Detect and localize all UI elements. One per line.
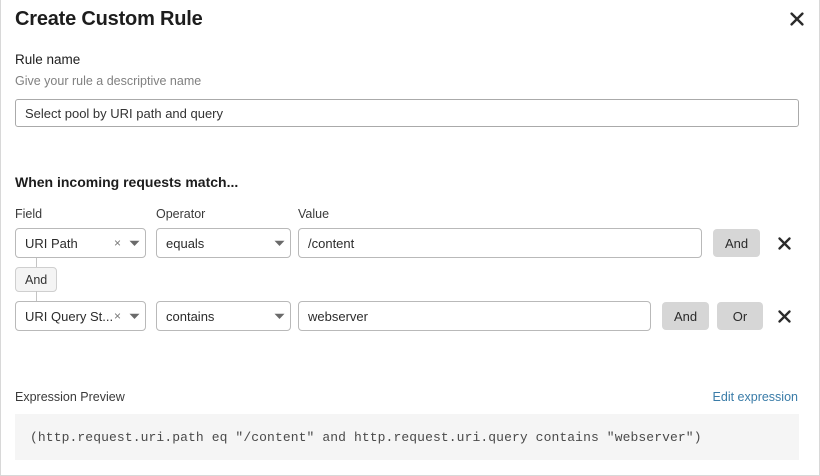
conditions-heading: When incoming requests match...: [15, 174, 239, 190]
rule-name-label: Rule name: [15, 52, 81, 67]
operator-select-2-value: contains: [166, 308, 215, 324]
expression-preview-box: (http.request.uri.path eq "/content" and…: [15, 414, 799, 460]
field-select-2-value: URI Query St...: [25, 308, 112, 324]
connector-line-top: [36, 258, 37, 268]
connector-line-bottom: [36, 291, 37, 302]
column-header-operator: Operator: [156, 207, 206, 221]
value-input-2[interactable]: [298, 301, 651, 331]
logic-connector-and[interactable]: And: [15, 267, 58, 292]
field-select-1-value: URI Path: [25, 235, 78, 251]
clear-icon[interactable]: ×: [113, 309, 121, 323]
operator-select-2[interactable]: contains: [156, 301, 291, 331]
column-header-field: Field: [15, 207, 43, 221]
chevron-down-icon[interactable]: [123, 313, 145, 320]
operator-select-1-value: equals: [166, 235, 205, 251]
remove-condition-button-2[interactable]: [771, 301, 797, 331]
expression-preview-label: Expression Preview: [15, 390, 125, 404]
rule-name-input[interactable]: [15, 99, 799, 127]
remove-condition-button-1[interactable]: [771, 228, 797, 258]
chevron-down-icon[interactable]: [123, 240, 145, 247]
and-button-1[interactable]: And: [713, 229, 761, 257]
and-button-2[interactable]: And: [662, 302, 710, 330]
expression-preview-text: (http.request.uri.path eq "/content" and…: [30, 429, 702, 445]
chevron-down-icon[interactable]: [268, 240, 290, 247]
value-input-1[interactable]: [298, 228, 702, 258]
or-button-2[interactable]: Or: [717, 302, 763, 330]
clear-icon[interactable]: ×: [113, 236, 121, 250]
edit-expression-link[interactable]: Edit expression: [712, 390, 798, 404]
close-icon: [777, 236, 791, 250]
rule-name-help-text: Give your rule a descriptive name: [15, 74, 202, 88]
chevron-down-icon[interactable]: [268, 313, 290, 320]
close-icon: [777, 309, 791, 323]
page-title: Create Custom Rule: [15, 8, 203, 30]
field-select-2[interactable]: URI Query St... ×: [15, 301, 146, 331]
operator-select-1[interactable]: equals: [156, 228, 291, 258]
close-icon: [790, 12, 804, 26]
field-select-1[interactable]: URI Path ×: [15, 228, 146, 258]
column-header-value: Value: [298, 207, 330, 221]
close-modal-button[interactable]: [784, 6, 810, 32]
